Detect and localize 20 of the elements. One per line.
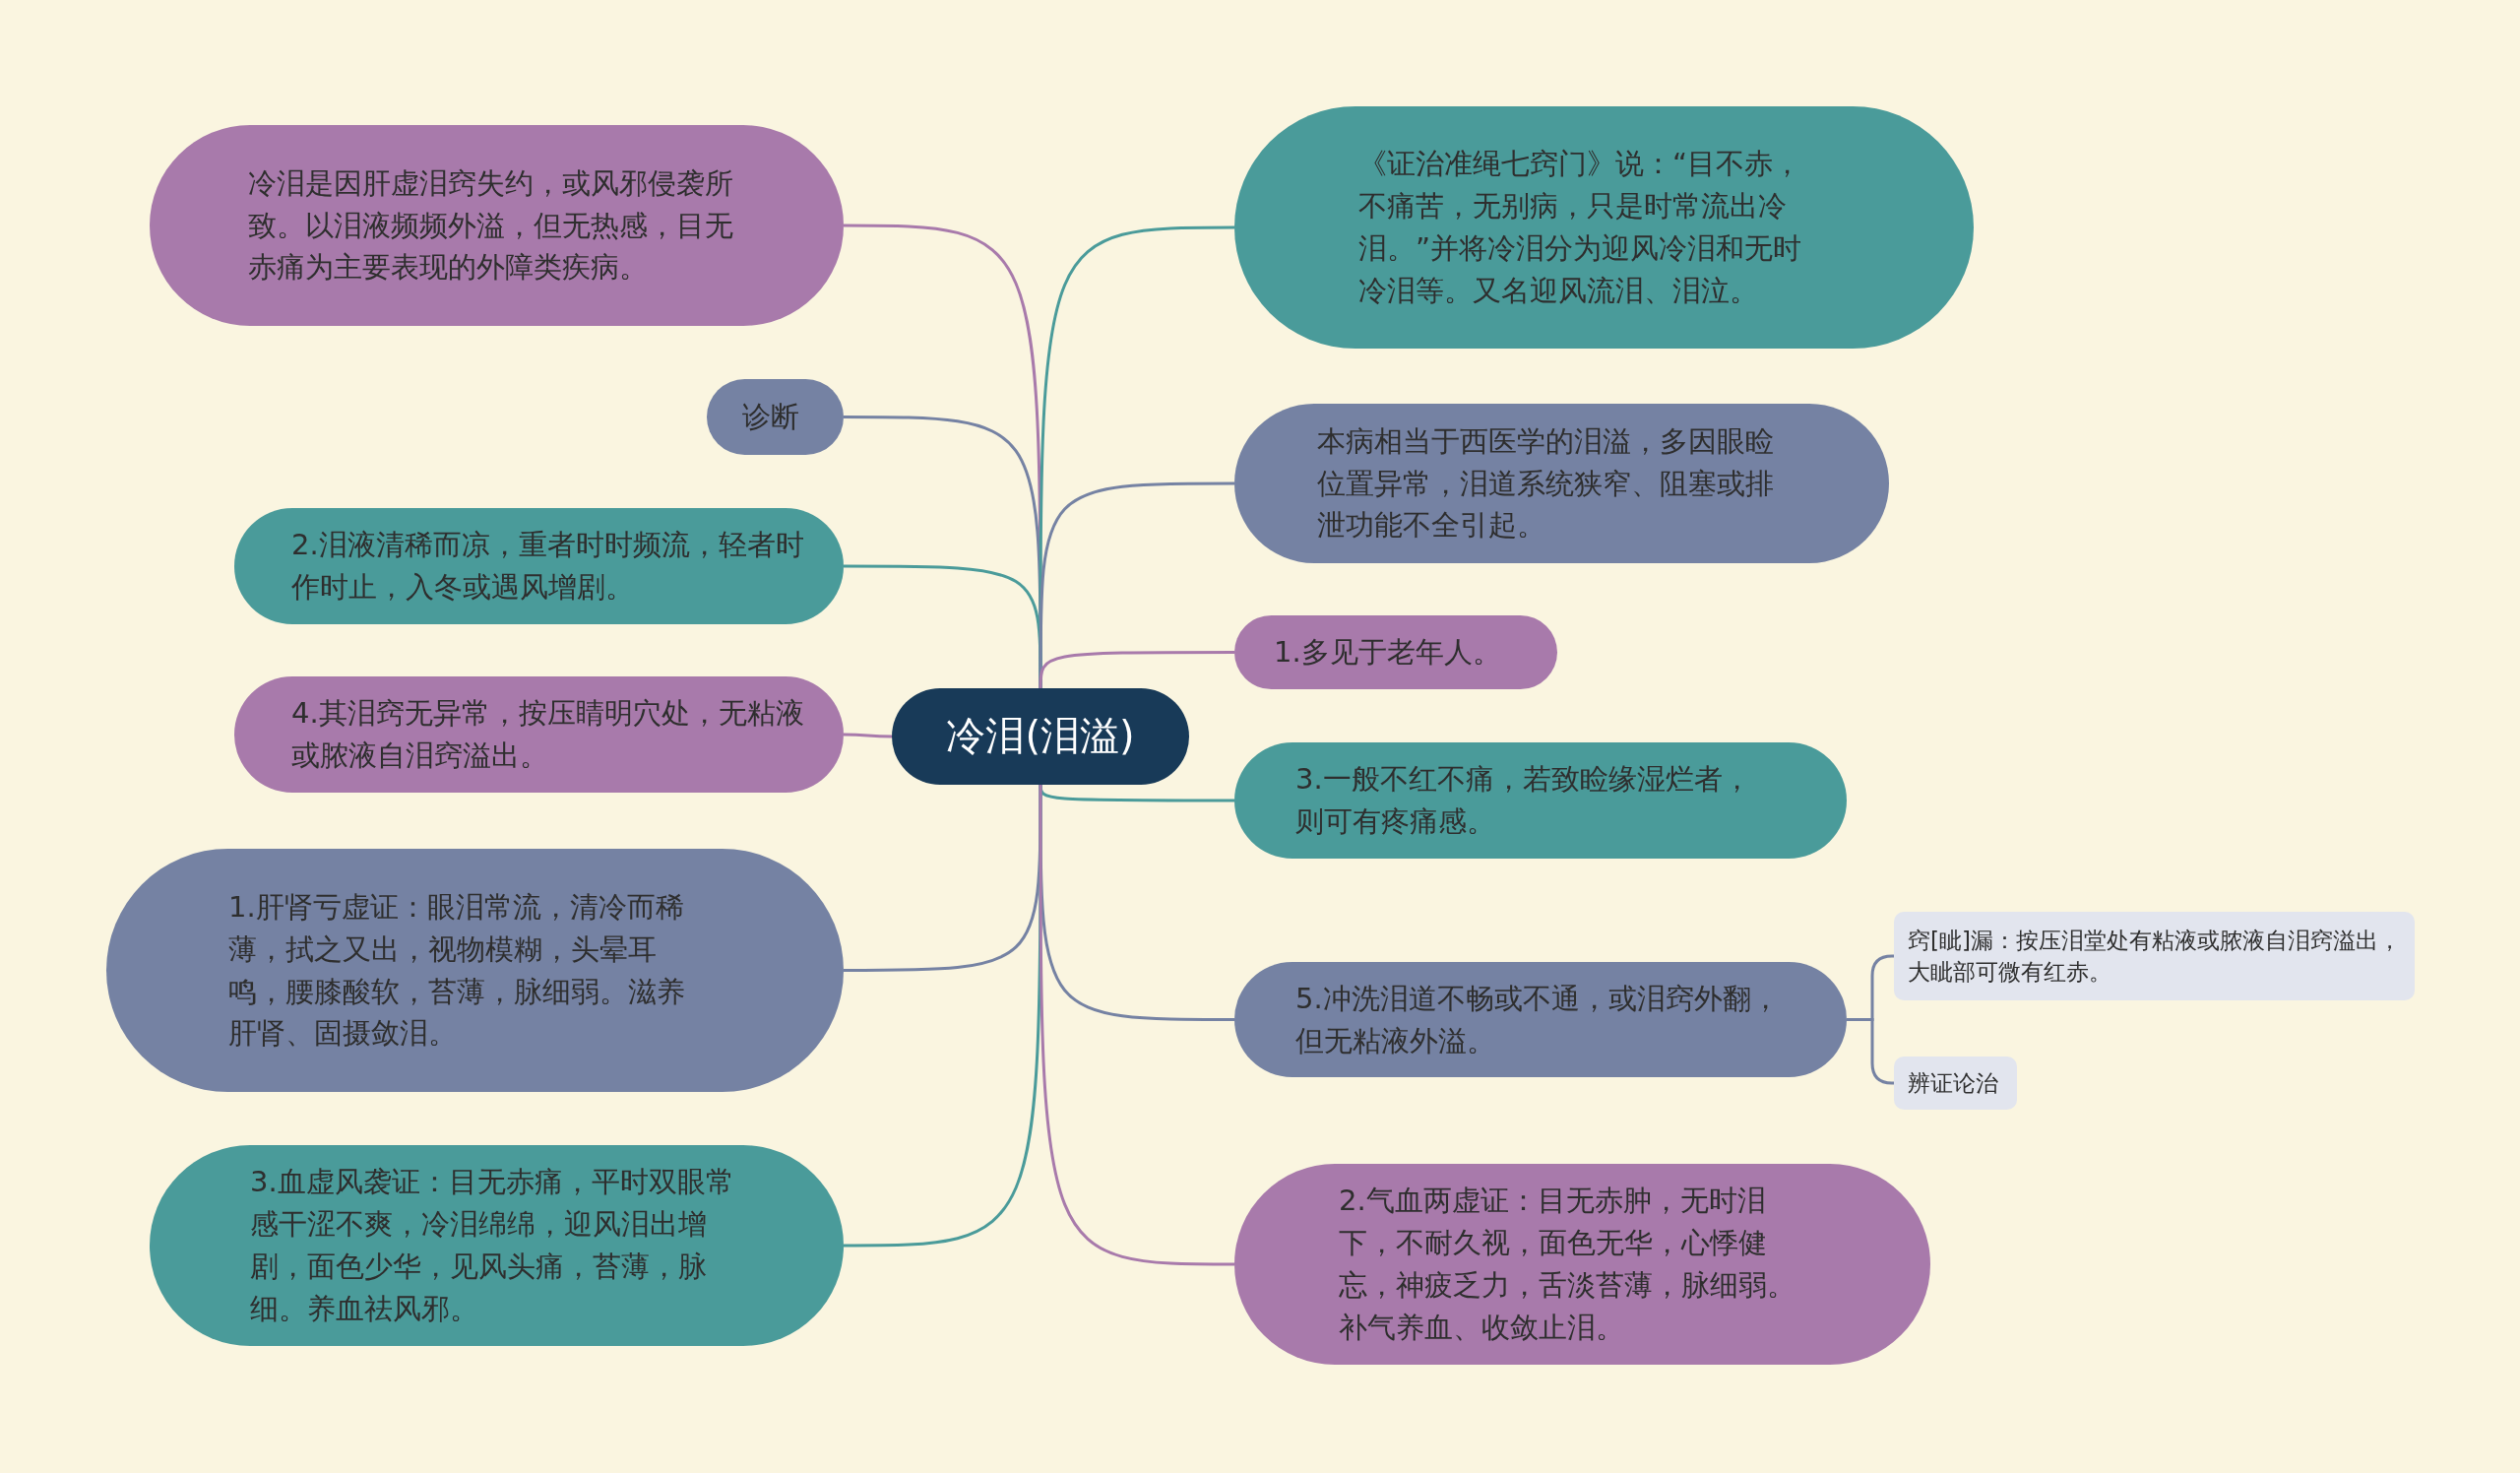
topic-box: 3.一般不红不痛，若致睑缘湿烂者，则可有疼痛感。 <box>1234 742 1847 859</box>
topic-box: 本病相当于西医学的泪溢，多因眼睑位置异常，泪道系统狭窄、阻塞或排泄功能不全引起。 <box>1234 404 1889 563</box>
branch-line <box>844 785 1042 1248</box>
branch-line <box>844 564 1042 688</box>
note-box: 辨证论治 <box>1894 1057 2017 1110</box>
topic-box: 5.冲洗泪道不畅或不通，或泪窍外翻，但无粘液外溢。 <box>1234 962 1847 1077</box>
topic-box: 《证治准绳七窍门》说：“目不赤，不痛苦，无别病，只是时常流出冷泪。”并将冷泪分为迎风冷泪和无时冷泪等。又名迎风流泪、泪泣。 <box>1234 106 1974 349</box>
topic-box: 冷泪是因肝虚泪窍失约，或风邪侵袭所致。以泪液频频外溢，但无热感，目无赤痛为主要表现的外障类疾病。 <box>150 125 844 326</box>
branch-line <box>1039 651 1234 688</box>
topic-box: 2.气血两虚证：目无赤肿，无时泪下，不耐久视，面色无华，心悸健忘，神疲乏力，舌淡苔薄，脉细弱。补气养血、收敛止泪。 <box>1234 1164 1930 1365</box>
branch-line <box>1039 785 1234 1266</box>
branch-line <box>844 733 892 738</box>
topic-box: 4.其泪窍无异常，按压睛明穴处，无粘液或脓液自泪窍溢出。 <box>234 676 844 793</box>
topic-box: 2.泪液清稀而凉，重者时时频流，轻者时作时止，入冬或遇风增剧。 <box>234 508 844 624</box>
topic-box: 3.血虚风袭证：目无赤痛，平时双眼常感干涩不爽，冷泪绵绵，迎风泪出增剧，面色少华，见风头痛，苔薄，脉细。养血祛风邪。 <box>150 1145 844 1346</box>
note-box: 窍[眦]漏：按压泪堂处有粘液或脓液自泪窍溢出，大眦部可微有红赤。 <box>1894 912 2415 1000</box>
central-topic: 冷泪(泪溢) <box>892 688 1189 785</box>
topic-box: 1.肝肾亏虚证：眼泪常流，清冷而稀薄，拭之又出，视物模糊，头晕耳鸣，腰膝酸软，苔薄，脉细弱。滋养肝肾、固摄敛泪。 <box>106 849 844 1092</box>
topic-box: 诊断 <box>707 379 844 455</box>
topic-box: 1.多见于老年人。 <box>1234 615 1557 689</box>
